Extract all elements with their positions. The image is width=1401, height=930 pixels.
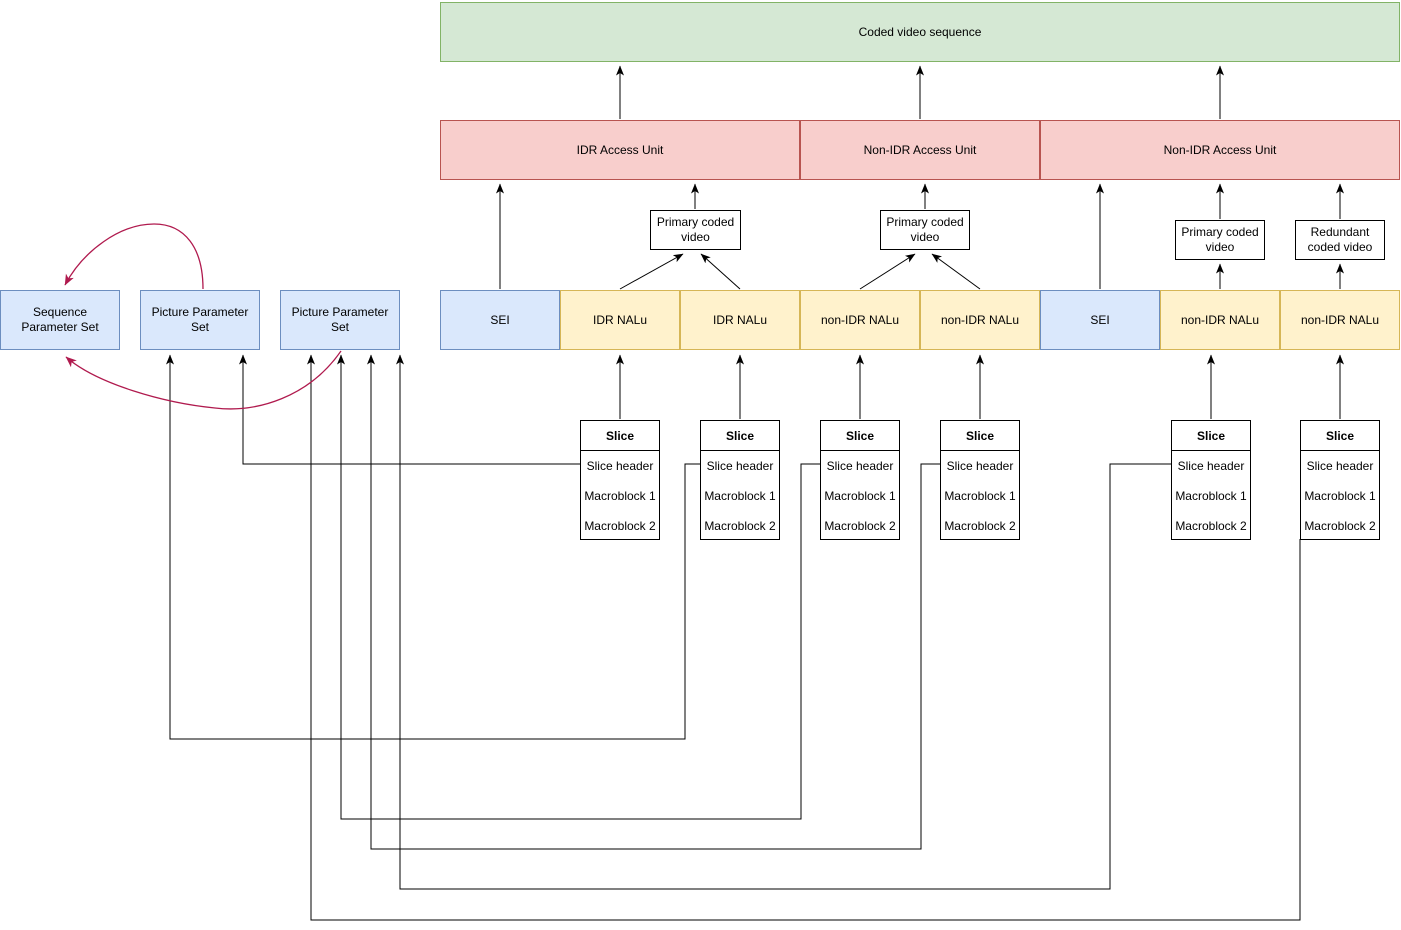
node-slice-2: Slice Slice header Macroblock 1 Macroblo… xyxy=(700,420,780,540)
sequence-parameter-set-label: Sequence Parameter Set xyxy=(21,305,99,334)
macroblock-1-row: Macroblock 1 xyxy=(944,489,1016,503)
macroblock-1-row: Macroblock 1 xyxy=(704,489,776,503)
node-non-idr-access-unit-2: Non-IDR Access Unit xyxy=(1040,120,1400,180)
macroblock-1-row: Macroblock 1 xyxy=(584,489,656,503)
node-non-idr-nalu-1: non-IDR NALu xyxy=(800,290,920,350)
macroblock-2-row: Macroblock 2 xyxy=(584,519,656,533)
node-slice-1: Slice Slice header Macroblock 1 Macroblo… xyxy=(580,420,660,540)
edge-idr-nalu1-to-pcv1 xyxy=(619,253,684,290)
edge-idr-nalu2-to-pcv1 xyxy=(700,253,741,290)
node-coded-video-sequence: Coded video sequence xyxy=(440,2,1400,62)
picture-parameter-set-label: Picture Parameter Set xyxy=(151,305,249,334)
slice-title: Slice xyxy=(701,421,779,451)
node-slice-6: Slice Slice header Macroblock 1 Macroblo… xyxy=(1300,420,1380,540)
macroblock-2-row: Macroblock 2 xyxy=(944,519,1016,533)
node-idr-access-unit: IDR Access Unit xyxy=(440,120,800,180)
primary-coded-video-label: Primary coded video xyxy=(886,215,964,244)
node-idr-nalu-1: IDR NALu xyxy=(560,290,680,350)
slice-title: Slice xyxy=(821,421,899,451)
node-sequence-parameter-set: Sequence Parameter Set xyxy=(0,290,120,350)
macroblock-2-row: Macroblock 2 xyxy=(1304,519,1376,533)
node-non-idr-nalu-2: non-IDR NALu xyxy=(920,290,1040,350)
primary-coded-video-label: Primary coded video xyxy=(656,215,735,244)
node-picture-parameter-set-2: Picture Parameter Set xyxy=(280,290,400,350)
macroblock-2-row: Macroblock 2 xyxy=(704,519,776,533)
picture-parameter-set-label: Picture Parameter Set xyxy=(291,305,389,334)
slice-header-row: Slice header xyxy=(1177,459,1245,473)
slice-title: Slice xyxy=(581,421,659,451)
node-non-idr-access-unit-1: Non-IDR Access Unit xyxy=(800,120,1040,180)
slice-title: Slice xyxy=(941,421,1019,451)
node-primary-coded-video-3: Primary coded video xyxy=(1175,220,1265,260)
node-redundant-coded-video: Redundant coded video xyxy=(1295,220,1385,260)
edge-slice6-header-to-pps2 xyxy=(307,354,1301,921)
primary-coded-video-label: Primary coded video xyxy=(1181,225,1259,254)
slice-header-row: Slice header xyxy=(1306,459,1374,473)
slice-header-row: Slice header xyxy=(706,459,774,473)
redundant-coded-video-label: Redundant coded video xyxy=(1307,225,1373,254)
macroblock-1-row: Macroblock 1 xyxy=(1304,489,1376,503)
macroblock-2-row: Macroblock 2 xyxy=(824,519,896,533)
edge-non-idr-nalu2-to-pcv2 xyxy=(931,253,981,290)
node-slice-5: Slice Slice header Macroblock 1 Macroblo… xyxy=(1171,420,1251,540)
node-sei-2: SEI xyxy=(1040,290,1160,350)
slice-header-row: Slice header xyxy=(946,459,1014,473)
node-idr-nalu-2: IDR NALu xyxy=(680,290,800,350)
macroblock-1-row: Macroblock 1 xyxy=(1175,489,1247,503)
edge-slice2-header-to-pps1 xyxy=(166,354,700,740)
edge-pps2-to-sps xyxy=(65,350,342,410)
node-primary-coded-video-1: Primary coded video xyxy=(650,210,741,250)
macroblock-2-row: Macroblock 2 xyxy=(1175,519,1247,533)
node-primary-coded-video-2: Primary coded video xyxy=(880,210,970,250)
node-non-idr-nalu-3: non-IDR NALu xyxy=(1160,290,1280,350)
slice-title: Slice xyxy=(1172,421,1250,451)
slice-title: Slice xyxy=(1301,421,1379,451)
edge-pps1-to-sps xyxy=(64,223,204,290)
node-non-idr-nalu-4: non-IDR NALu xyxy=(1280,290,1400,350)
edge-non-idr-nalu1-to-pcv2 xyxy=(859,253,916,290)
node-sei-1: SEI xyxy=(440,290,560,350)
node-picture-parameter-set-1: Picture Parameter Set xyxy=(140,290,260,350)
edge-slice1-header-to-pps1 xyxy=(239,354,580,465)
macroblock-1-row: Macroblock 1 xyxy=(824,489,896,503)
edge-slice5-header-to-pps2 xyxy=(396,354,1171,890)
slice-header-row: Slice header xyxy=(586,459,654,473)
slice-header-row: Slice header xyxy=(826,459,894,473)
node-slice-3: Slice Slice header Macroblock 1 Macroblo… xyxy=(820,420,900,540)
node-slice-4: Slice Slice header Macroblock 1 Macroblo… xyxy=(940,420,1020,540)
